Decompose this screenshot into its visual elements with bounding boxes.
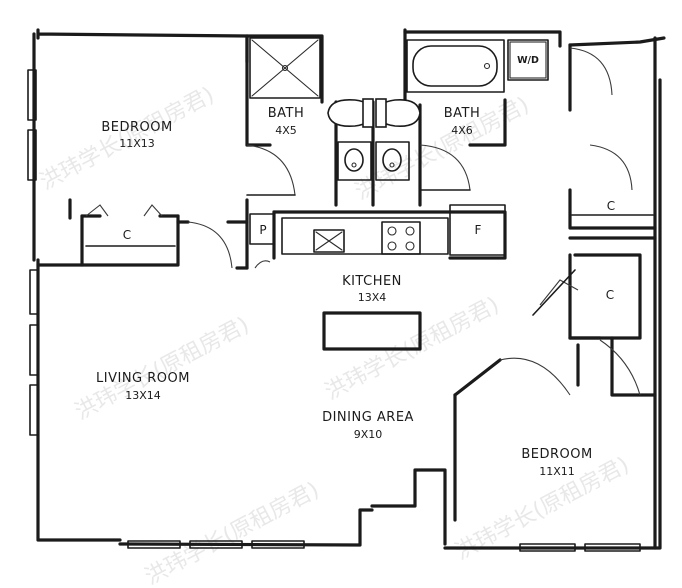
window [519, 543, 576, 552]
bathtub [406, 39, 505, 93]
door-swing [85, 204, 109, 217]
window [127, 540, 181, 549]
washer-dryer [507, 39, 549, 81]
room-name-bedroom-left: BEDROOM [101, 120, 172, 135]
windows [27, 69, 641, 552]
door-swing [569, 47, 613, 96]
sink [344, 148, 364, 172]
room-name-dining-area: DINING AREA [322, 410, 414, 425]
room-size-dining-area: 9X10 [354, 428, 383, 441]
room-size-bedroom-left: 11X13 [119, 137, 155, 150]
doors [85, 47, 641, 396]
room-name-living-room: LIVING ROOM [96, 371, 190, 386]
door-swing [499, 357, 571, 396]
room-size-living-room: 13X14 [125, 389, 161, 402]
sink [382, 148, 402, 172]
door-swing [539, 279, 579, 306]
window [29, 269, 39, 315]
window [27, 129, 37, 181]
door-swing [589, 144, 633, 191]
room-size-bedroom-right: 11X11 [539, 465, 575, 478]
closet-label: C [123, 228, 131, 242]
kitchen-island [322, 311, 422, 351]
room-labels: BEDROOM 11X13 BATH 4X5 BATH 4X6 KITCHEN … [96, 106, 592, 478]
door-swing [419, 144, 471, 191]
room-name-bath-right: BATH [444, 106, 481, 121]
interior-walls [36, 34, 657, 522]
fridge-label: F [475, 223, 482, 237]
door-swing [143, 204, 163, 217]
door-swing [187, 221, 233, 269]
stove [381, 221, 421, 255]
door-swing [254, 260, 271, 269]
window [584, 543, 641, 552]
shower [249, 37, 321, 99]
window [29, 384, 39, 436]
room-size-kitchen: 13X4 [358, 291, 387, 304]
fixtures [249, 37, 549, 255]
closet-label: C [607, 199, 615, 213]
washer-dryer-label: W/D [517, 55, 539, 66]
room-size-bath-left: 4X5 [275, 124, 297, 137]
fixture-marks: W/D P F C C C [123, 55, 615, 302]
room-name-bedroom-right: BEDROOM [521, 447, 592, 462]
refrigerator [449, 204, 506, 256]
watermark-text: 洪玮学长(原租房君) [141, 478, 323, 588]
window [29, 324, 39, 376]
door-swing [599, 339, 641, 396]
kitchen-sink [313, 229, 345, 253]
pantry-label: P [259, 223, 266, 237]
room-size-bath-right: 4X6 [451, 124, 473, 137]
window [189, 540, 243, 549]
watermark-text: 洪玮学长(原租房君) [71, 313, 253, 426]
room-name-bath-left: BATH [268, 106, 305, 121]
closet-label: C [606, 288, 614, 302]
pantry [249, 213, 275, 245]
window [251, 540, 305, 549]
window [27, 69, 37, 121]
exterior-walls [32, 28, 666, 550]
door-swing [246, 144, 296, 196]
room-name-kitchen: KITCHEN [342, 274, 402, 289]
